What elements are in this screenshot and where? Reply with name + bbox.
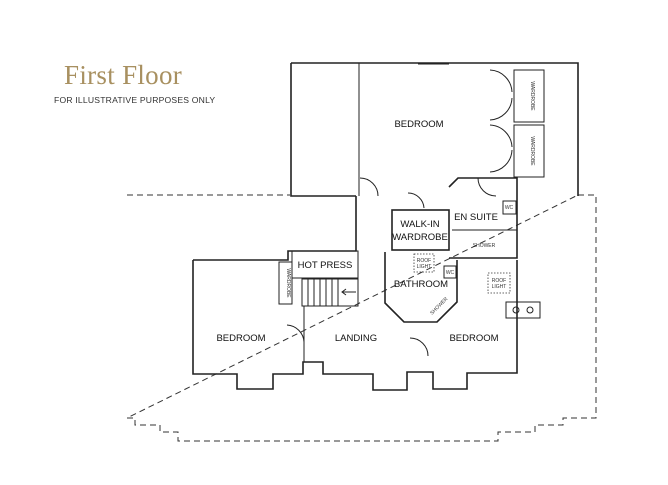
door-arc-left-bedroom — [286, 324, 305, 343]
door-arc-landing — [409, 337, 429, 357]
wardrobe-label-left: WARDROBE — [285, 268, 291, 298]
shower-label-en-suite: SHOWER — [473, 243, 496, 249]
wardrobe-door-arcs — [489, 69, 513, 173]
wc-en-suite — [502, 200, 517, 215]
room-label-en-suite: EN SUITE — [454, 212, 498, 223]
roof-light-label-bath-2: LIGHT — [417, 264, 432, 270]
room-label-landing: LANDING — [335, 333, 377, 344]
wc-label-bathroom: WC — [446, 270, 455, 276]
door-arc-en-suite — [477, 177, 497, 197]
roof-light-label-bath-1: ROOF — [417, 258, 431, 264]
room-label-hot-press: HOT PRESS — [298, 260, 353, 271]
room-label-bedroom-top: BEDROOM — [394, 119, 443, 130]
roof-light-label-bed-1: ROOF — [492, 278, 506, 284]
wardrobe-label-top: WARDROBE — [529, 81, 535, 111]
bathroom-wall — [384, 252, 458, 323]
room-label-bedroom-left: BEDROOM — [216, 333, 265, 344]
room-label-bathroom: BATHROOM — [394, 279, 448, 290]
sink-unit — [505, 301, 541, 319]
door-arc-walkin — [407, 192, 425, 209]
wall-top-bedroom — [290, 62, 579, 197]
wc-label-en-suite: WC — [505, 205, 514, 211]
room-label-walk-in-1: WALK-IN — [400, 219, 439, 230]
wardrobe-mid — [513, 124, 545, 178]
wardrobe-label-mid: WARDROBE — [529, 136, 535, 166]
roof-light-bathroom — [413, 253, 435, 273]
stairs — [301, 278, 359, 307]
page-subtitle: FOR ILLUSTRATIVE PURPOSES ONLY — [54, 95, 216, 105]
page-title: First Floor — [64, 60, 183, 90]
wardrobe-top — [513, 69, 545, 123]
wc-bathroom — [443, 265, 457, 279]
wardrobe-left — [278, 261, 293, 305]
room-label-walk-in-2: WARDROBE — [392, 232, 448, 243]
room-label-bedroom-right: BEDROOM — [449, 333, 498, 344]
roof-light-label-bed-2: LIGHT — [492, 284, 507, 290]
door-arc-bedroom-top — [359, 177, 379, 197]
walk-in-wardrobe-wall — [391, 209, 450, 251]
eaves-outline — [126, 194, 597, 442]
en-suite-wall — [448, 177, 518, 259]
wall-main-block — [192, 196, 518, 391]
